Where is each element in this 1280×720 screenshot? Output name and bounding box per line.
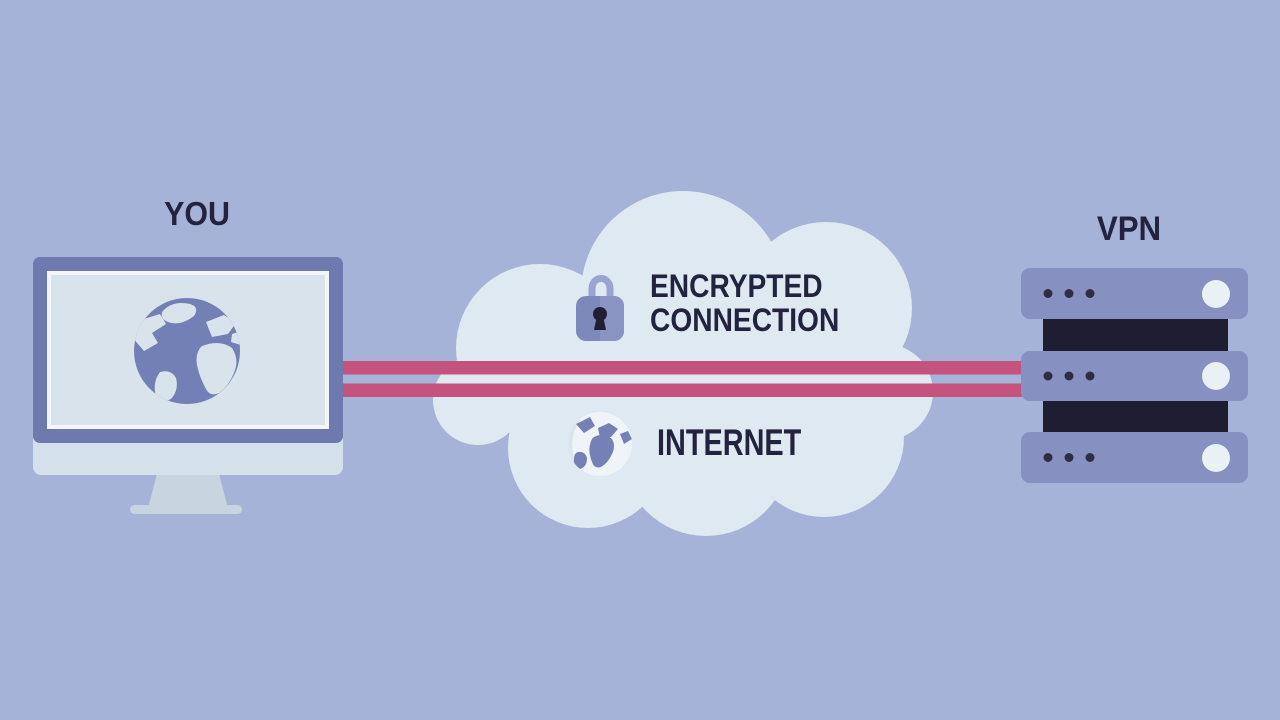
you-label: YOU (164, 195, 230, 232)
server-dots-icon (1043, 453, 1095, 462)
server-indicator-light (1202, 362, 1230, 390)
internet-label: INTERNET (657, 422, 802, 463)
server-unit (1021, 432, 1248, 483)
encrypted-tunnel-lines (343, 361, 1022, 397)
computer-monitor-icon (33, 257, 343, 514)
connection-line-top (343, 361, 1022, 375)
server-indicator-light (1202, 444, 1230, 472)
lock-icon (576, 275, 624, 341)
keyhole (593, 307, 607, 330)
screen-globe-icon (134, 298, 240, 404)
server-unit (1021, 268, 1248, 319)
connection-line-bottom (343, 383, 1022, 397)
internet-globe-icon (568, 412, 632, 476)
encrypted-line2: CONNECTION (650, 302, 840, 338)
server-stack-icon (1021, 268, 1248, 483)
server-unit (1021, 351, 1248, 401)
encrypted-line1: ENCRYPTED (650, 268, 823, 304)
server-dots-icon (1043, 371, 1095, 381)
encrypted-connection-label: ENCRYPTED CONNECTION (650, 269, 839, 337)
monitor-stand-base (130, 505, 242, 514)
server-indicator-light (1202, 280, 1230, 308)
monitor-stand-neck (148, 470, 228, 508)
server-dots-icon (1043, 289, 1095, 298)
vpn-label: VPN (1096, 210, 1162, 248)
